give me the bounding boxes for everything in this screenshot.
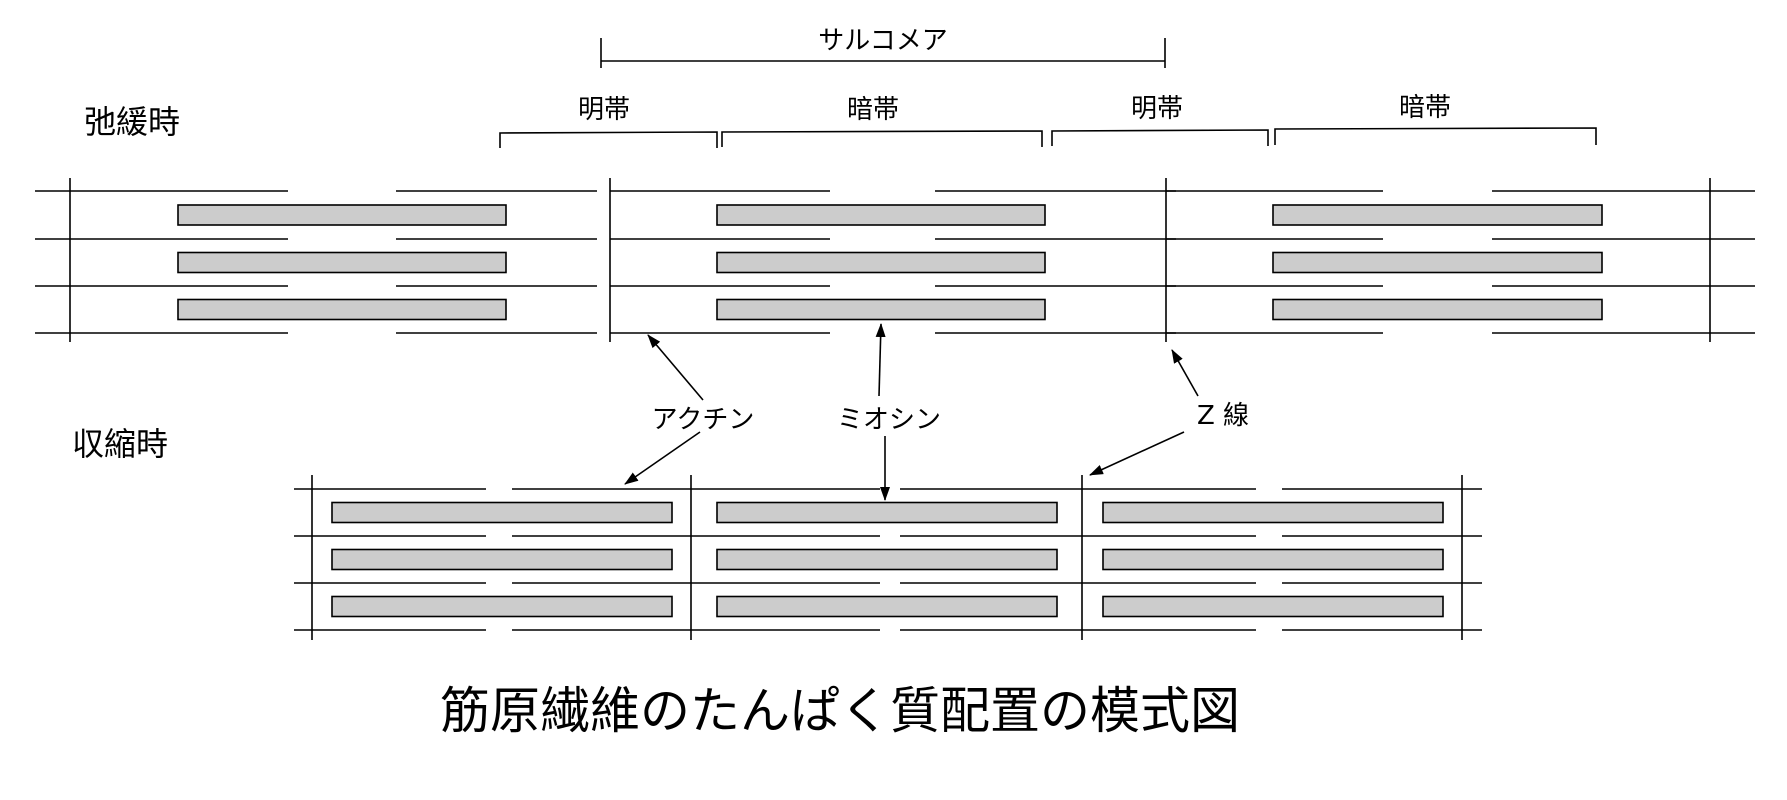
myosin-filament <box>716 251 1046 274</box>
z-line-arrow-up <box>1171 349 1199 397</box>
band-brackets <box>499 127 1597 148</box>
dark-band-label-2: 暗帯 <box>1399 93 1451 123</box>
myosin-filament <box>716 548 1058 571</box>
myosin-filament <box>1102 595 1444 618</box>
sarcomere-bracket <box>600 38 1166 68</box>
myosin-label: ミオシン <box>837 405 941 435</box>
sarcomere-label: サルコメア <box>818 26 947 56</box>
relaxed-state-label: 弛緩時 <box>84 103 180 141</box>
myosin-filament <box>716 595 1058 618</box>
z-line-arrow-down <box>1089 431 1185 476</box>
myosin-filament <box>1102 501 1444 524</box>
contracted-state-label: 収縮時 <box>72 425 168 463</box>
actin-label: アクチン <box>652 405 755 435</box>
dark-band-label-1: 暗帯 <box>847 95 899 125</box>
light-band-label-2: 明帯 <box>1131 94 1183 124</box>
myosin-filament <box>331 501 673 524</box>
myosin-filament <box>716 204 1046 226</box>
actin-arrow-down <box>624 431 701 485</box>
z-line-label: Z 線 <box>1197 401 1249 431</box>
pointer-arrows <box>624 323 1199 501</box>
diagram-title: 筋原繊維のたんぱく質配置の模式図 <box>440 682 1240 740</box>
contracted-myofibril <box>294 475 1482 640</box>
myosin-filament <box>177 204 507 226</box>
actin-arrow-up <box>647 334 704 401</box>
relaxed-myofibril <box>35 178 1755 342</box>
myosin-filament <box>331 548 673 571</box>
myosin-arrow-up <box>875 323 886 397</box>
myosin-filament <box>1272 298 1603 321</box>
light-band-label-1: 明帯 <box>578 95 630 125</box>
myosin-filament <box>1272 251 1603 274</box>
myosin-filament <box>177 251 507 274</box>
myosin-filament <box>716 298 1046 321</box>
myosin-filament <box>177 298 507 321</box>
myosin-filament <box>1272 204 1603 226</box>
myosin-filament <box>1102 548 1444 571</box>
myosin-filament <box>716 501 1058 524</box>
myosin-filament <box>331 595 673 618</box>
